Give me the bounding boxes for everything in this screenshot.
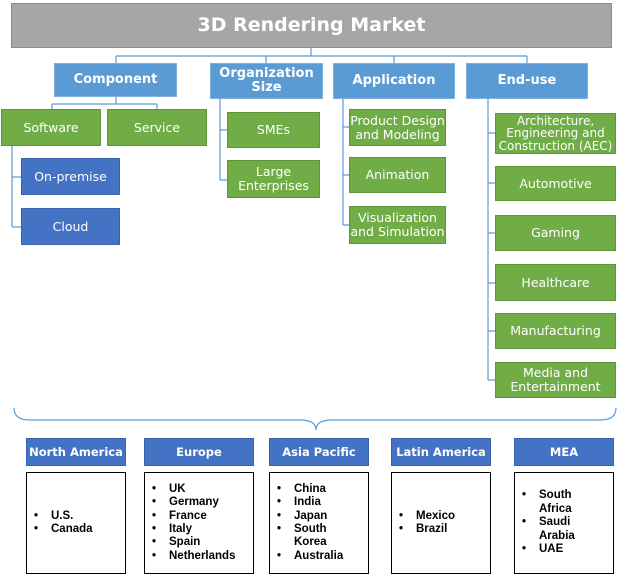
category-organization-size-label: Organization Size bbox=[219, 65, 314, 95]
region-asia-pacific-label: Asia Pacific bbox=[282, 444, 356, 459]
list-item: South Korea bbox=[277, 523, 358, 550]
list-item: Spain bbox=[152, 536, 235, 550]
node-software: Software bbox=[1, 109, 101, 146]
node-healthcare: Healthcare bbox=[495, 264, 616, 301]
node-software-label: Software bbox=[23, 119, 79, 135]
list-item: South Africa bbox=[522, 489, 595, 516]
region-north-america: North America bbox=[26, 438, 126, 466]
diagram-title-text: 3D Rendering Market bbox=[197, 14, 426, 37]
node-media-entertainment: Media and Entertainment bbox=[495, 362, 616, 398]
region-europe-label: Europe bbox=[176, 444, 222, 459]
country-list-asia-pacific: China India Japan South Korea Australia bbox=[269, 472, 369, 574]
country-list-north-america: U.S. Canada bbox=[26, 472, 126, 574]
list-item: Germany bbox=[152, 496, 235, 510]
category-application: Application bbox=[333, 63, 455, 99]
region-europe: Europe bbox=[144, 438, 254, 466]
region-mea: MEA bbox=[514, 438, 614, 466]
list-item: UAE bbox=[522, 543, 595, 557]
node-on-premise-label: On-premise bbox=[34, 168, 107, 184]
node-service-label: Service bbox=[133, 119, 181, 135]
region-mea-label: MEA bbox=[549, 444, 579, 459]
list-item: U.S. bbox=[34, 510, 93, 524]
region-latin-america: Latin America bbox=[391, 438, 491, 466]
region-north-america-label: North America bbox=[29, 444, 123, 459]
node-automotive: Automotive bbox=[495, 166, 616, 201]
list-item: India bbox=[277, 496, 358, 510]
node-media-entertainment-label: Media and Entertainment bbox=[510, 365, 601, 394]
node-manufacturing: Manufacturing bbox=[495, 313, 616, 349]
list-item: Mexico bbox=[399, 510, 455, 524]
region-asia-pacific: Asia Pacific bbox=[269, 438, 369, 466]
node-aec-label: Architecture, Engineering and Constructi… bbox=[498, 113, 613, 153]
category-component: Component bbox=[54, 63, 177, 97]
list-item: Brazil bbox=[399, 523, 455, 537]
list-item: Australia bbox=[277, 550, 358, 564]
node-cloud-label: Cloud bbox=[52, 218, 89, 234]
diagram-title: 3D Rendering Market bbox=[11, 3, 612, 48]
country-list-mea: South Africa Saudi Arabia UAE bbox=[514, 472, 614, 574]
category-end-use: End-use bbox=[466, 63, 588, 99]
node-large-enterprises-label: Large Enterprises bbox=[238, 164, 309, 193]
node-smes-label: SMEs bbox=[256, 122, 291, 138]
node-visualization-label: Visualization and Simulation bbox=[350, 210, 445, 239]
node-animation: Animation bbox=[349, 157, 446, 193]
list-item: China bbox=[277, 483, 358, 497]
list-item: Italy bbox=[152, 523, 235, 537]
node-product-design-label: Product Design and Modeling bbox=[350, 112, 445, 142]
node-cloud: Cloud bbox=[21, 208, 120, 245]
category-application-label: Application bbox=[352, 72, 436, 88]
region-latin-america-label: Latin America bbox=[396, 444, 486, 459]
node-visualization: Visualization and Simulation bbox=[349, 206, 446, 244]
node-smes: SMEs bbox=[227, 112, 320, 148]
node-gaming: Gaming bbox=[495, 215, 616, 251]
node-on-premise: On-premise bbox=[21, 158, 120, 195]
country-list-europe: UK Germany France Italy Spain Netherland… bbox=[144, 472, 254, 574]
category-organization-size: Organization Size bbox=[210, 63, 323, 99]
list-item: Canada bbox=[34, 523, 92, 537]
list-item: Netherlands bbox=[152, 550, 236, 564]
node-animation-label: Animation bbox=[365, 167, 430, 183]
node-aec: Architecture, Engineering and Constructi… bbox=[495, 113, 616, 154]
node-service: Service bbox=[107, 109, 207, 146]
category-end-use-label: End-use bbox=[497, 72, 557, 88]
list-item: Saudi Arabia bbox=[522, 516, 595, 543]
node-healthcare-label: Healthcare bbox=[521, 274, 590, 290]
node-large-enterprises: Large Enterprises bbox=[227, 160, 320, 198]
country-list-latin-america: Mexico Brazil bbox=[391, 472, 491, 574]
category-component-label: Component bbox=[73, 71, 158, 87]
node-automotive-label: Automotive bbox=[519, 175, 592, 191]
list-item: France bbox=[152, 510, 235, 524]
list-item: Japan bbox=[277, 510, 358, 524]
node-gaming-label: Gaming bbox=[531, 225, 580, 241]
list-item: UK bbox=[152, 483, 235, 497]
node-manufacturing-label: Manufacturing bbox=[510, 323, 601, 339]
node-product-design: Product Design and Modeling bbox=[349, 109, 446, 146]
